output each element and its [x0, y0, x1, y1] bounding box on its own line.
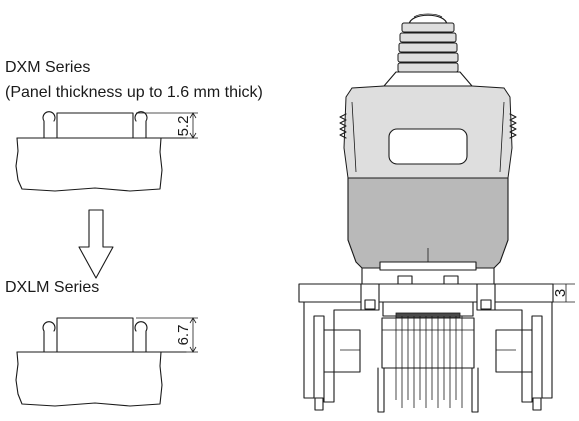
dxm-dim-arrows: [189, 112, 197, 139]
dxm-left-latch: [42, 111, 56, 139]
dxlm-height-dimension: 6.7: [175, 325, 192, 346]
dxm-height-dimension: 5.2: [175, 116, 192, 137]
dxm-shell: [56, 112, 134, 139]
dxm-panel-body: [15, 137, 163, 192]
mounting-panel: 3: [298, 283, 575, 303]
dxm-series-title: DXM Series: [5, 59, 90, 76]
dxlm-panel-body: [15, 351, 163, 407]
right-board-lock: [532, 397, 542, 411]
dxlm-dim-arrows: [189, 317, 197, 353]
down-arrow-icon: [78, 209, 114, 279]
panel-height-dimension: 3: [552, 289, 569, 297]
cable-strain-relief: [383, 13, 473, 87]
mounting-brackets: [303, 301, 553, 411]
left-board-lock: [314, 397, 324, 411]
connector-hood: [339, 85, 517, 179]
connector-assembly: 3: [298, 13, 575, 413]
dxlm-left-latch: [42, 321, 56, 353]
dxm-connector-sketch: 5.2: [15, 111, 198, 192]
dxlm-shell: [56, 317, 134, 353]
panel-plate: [298, 283, 554, 303]
dxlm-connector-sketch: 6.7: [15, 317, 198, 407]
dxm-panel-note: (Panel thickness up to 1.6 mm thick): [5, 84, 263, 101]
receptacle-shell: [360, 261, 496, 322]
dxlm-right-latch: [134, 321, 148, 353]
dxm-right-latch: [134, 111, 148, 139]
latch-window: [388, 128, 468, 165]
pcb-pins: [377, 316, 479, 413]
dxlm-series-title: DXLM Series: [5, 279, 99, 296]
